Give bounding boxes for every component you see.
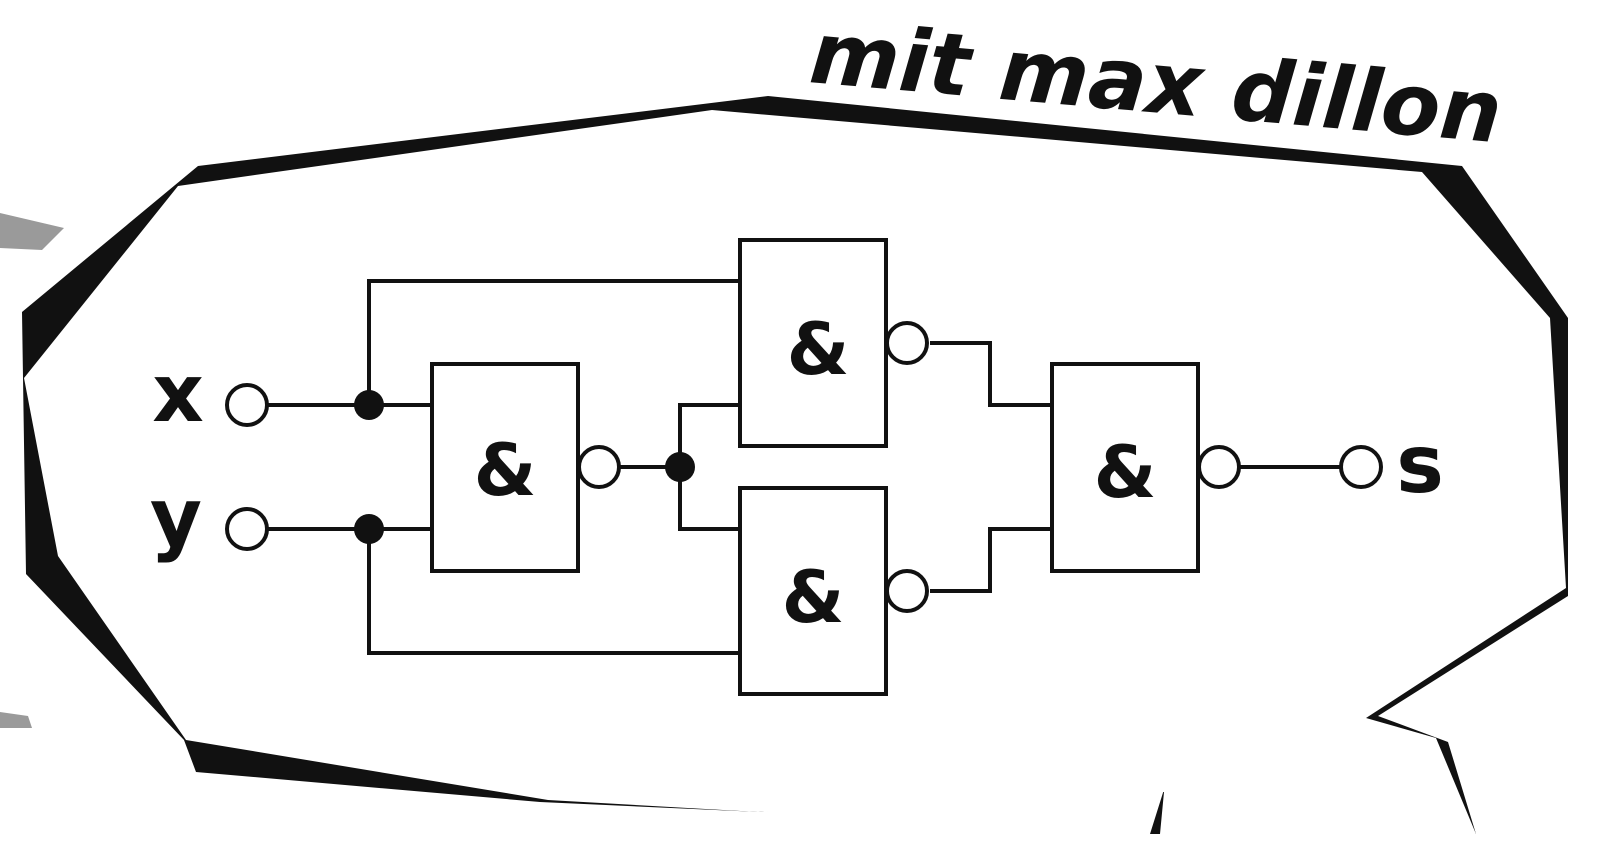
- gate-1-box: [430, 362, 580, 573]
- junction-dot-y: [354, 514, 384, 544]
- input-x-terminal: [225, 383, 269, 427]
- output-s-label: s: [1396, 418, 1444, 511]
- wire-g2-out: [930, 341, 1052, 407]
- gate-3-inverter-bubble: [885, 569, 929, 613]
- wire-g3-out: [930, 527, 1052, 593]
- gate-1-label: &: [474, 428, 537, 512]
- gate-4-inverter-bubble: [1197, 445, 1241, 489]
- wire-y-branch: [367, 529, 740, 655]
- gate-2-inverter-bubble: [885, 321, 929, 365]
- gate-3-label: &: [782, 555, 845, 639]
- wire-x-branch: [367, 279, 740, 405]
- gate-4-box: [1050, 362, 1200, 573]
- gate-4-label: &: [1094, 430, 1157, 514]
- input-y-terminal: [225, 507, 269, 551]
- speech-bubble-inner: [24, 110, 1566, 834]
- gate-3: &: [738, 486, 929, 696]
- gate-1-inverter-bubble: [577, 445, 621, 489]
- gate-2-label: &: [787, 307, 850, 391]
- junction-dot-x: [354, 390, 384, 420]
- gray-shape-top-left: [0, 213, 64, 250]
- wire-junction-down: [678, 467, 740, 531]
- gray-shape-bottom-left: [0, 712, 32, 728]
- gate-1: &: [430, 362, 621, 573]
- gate-3-box: [738, 486, 888, 696]
- input-x-label: x: [152, 347, 204, 440]
- wire-junction-up: [678, 403, 740, 467]
- input-y-label: y: [150, 471, 202, 564]
- junction-dot-middle: [665, 452, 695, 482]
- gate-2: &: [738, 238, 929, 448]
- output-s-terminal: [1339, 445, 1383, 489]
- gate-4: &: [1050, 362, 1241, 573]
